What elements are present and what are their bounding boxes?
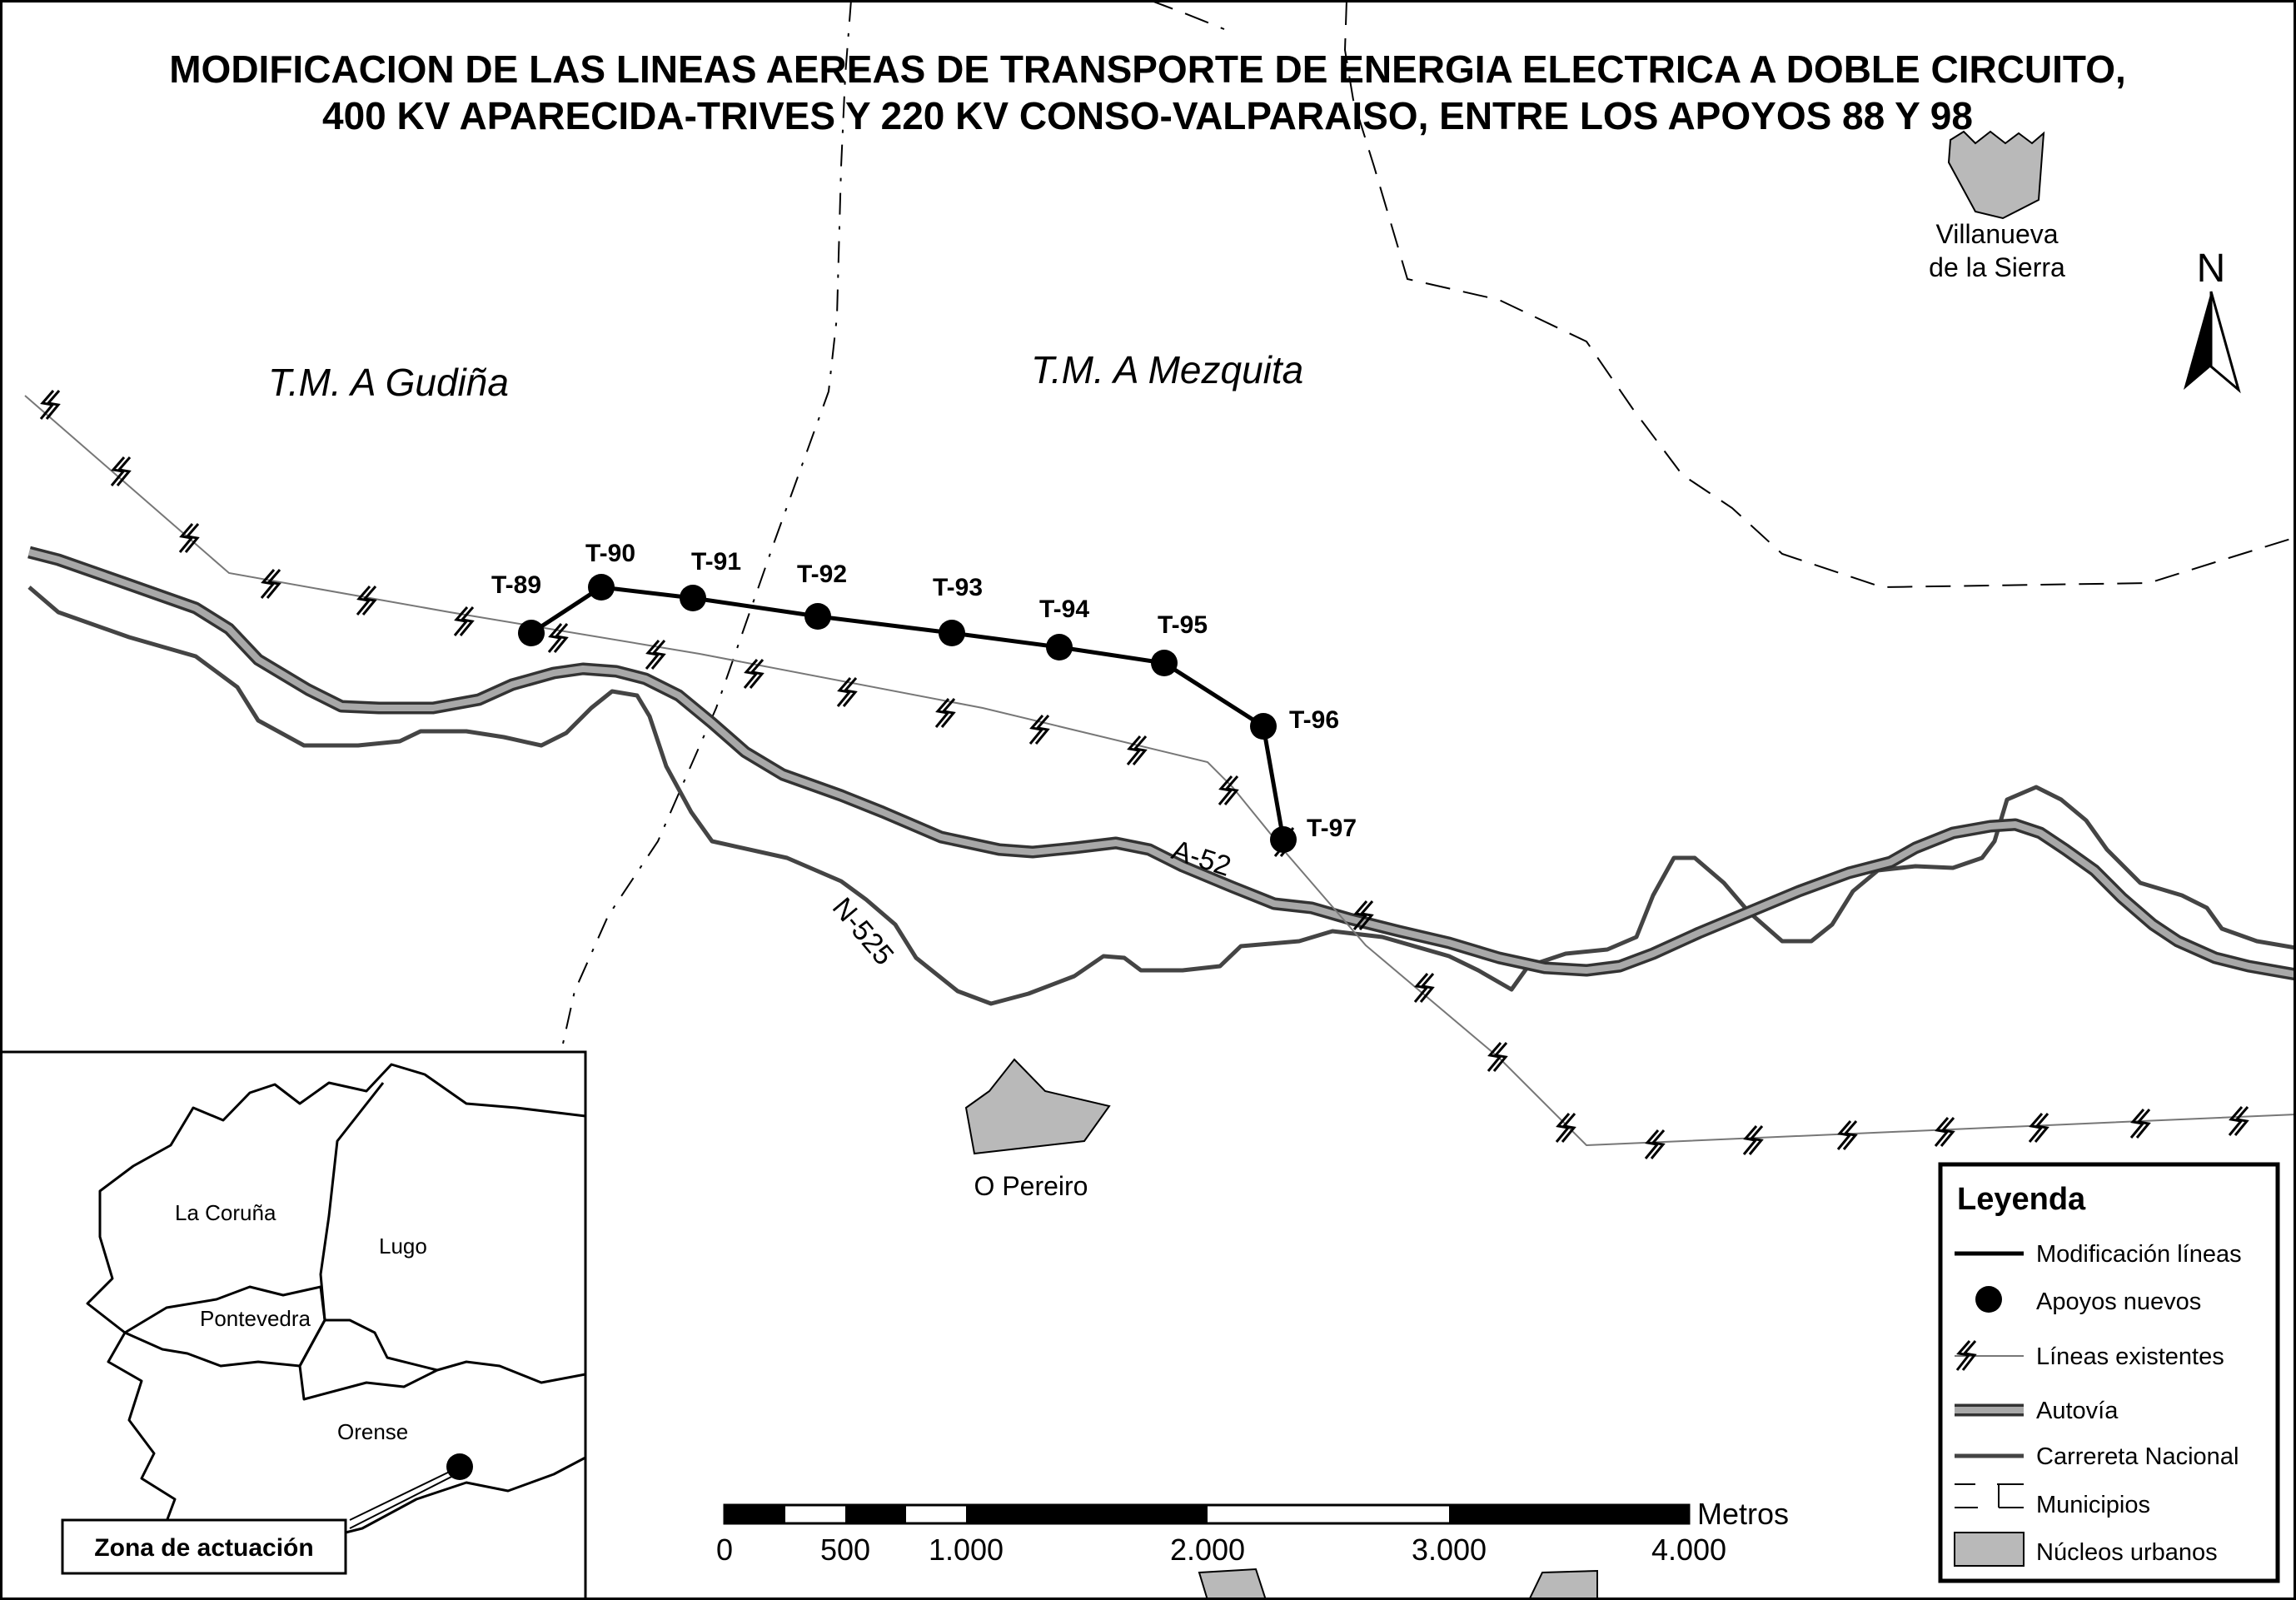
line-symbol-icon [1126,735,1148,765]
legend-item-apoyos: Apoyos nuevos [2036,1288,2201,1315]
scale-tick-4000: 4.000 [1651,1533,1726,1567]
municipality-gudina: T.M. A Gudiña [268,361,509,404]
legend-item-autovia: Autovía [2036,1398,2119,1424]
line-symbol-icon [1218,775,1239,805]
tower-label-t89: T-89 [491,571,541,599]
legend-item-existentes: Líneas existentes [2036,1343,2224,1370]
line-symbol-icon [1742,1125,1764,1155]
inset-orense-boundary [325,1318,438,1372]
line-symbol-icon [743,659,765,689]
line-symbol-icon [453,606,475,636]
tower-t92 [804,603,831,630]
place-pereiro: O Pereiro [974,1171,1088,1201]
tower-label-t94: T-94 [1039,596,1089,623]
inset-label-pontevedra: Pontevedra [200,1306,311,1331]
legend-item-modificacion: Modificación líneas [2036,1241,2242,1268]
inset-label-orense: Orense [337,1419,408,1444]
autovia-a52 [27,546,2296,981]
tower-t89 [518,620,545,646]
inset-zone-label: Zona de actuación [94,1534,313,1562]
place-villanueva-2: de la Sierra [1929,252,2065,282]
legend-item-nacional: Carrereta Nacional [2036,1443,2239,1470]
legend-title: Leyenda [1957,1182,2086,1217]
line-symbol-icon [1028,715,1050,745]
tower-label-t96: T-96 [1289,706,1339,734]
inset-label-coruna: La Coruña [175,1200,276,1225]
line-symbol-icon [1352,900,1374,930]
tower-t90 [588,574,615,601]
north-arrow: N [2184,247,2241,394]
legend-lightning-icon [1955,1340,1977,1371]
scale-tick-2000: 2.000 [1170,1533,1245,1567]
urban-nuclei [964,130,2045,1600]
place-villanueva-1: Villanueva [1935,219,2058,249]
legend-urban-swatch [1954,1532,2025,1567]
north-arrow-icon [2184,292,2211,390]
inset-lugo-boundary [298,1082,586,1401]
carretera-nacional [27,586,2296,1006]
tower-label-t91: T-91 [691,548,741,576]
line-symbol-icon [836,677,858,707]
tower-t94 [1046,634,1073,660]
tower-t91 [680,585,706,611]
line-symbol-icon [356,586,377,616]
urban-south-1 [1198,1568,1268,1600]
legend: Leyenda Modificación líneas Apoyos nuevo… [1938,1162,2280,1583]
legend-item-nucleos: Núcleos urbanos [2036,1539,2218,1566]
scale-unit: Metros [1697,1497,1789,1531]
line-symbol-icon [2228,1106,2249,1136]
line-symbol-icon [1413,973,1435,1003]
tower-t93 [939,620,965,646]
municipality-mezquita: T.M. A Mezquita [1031,348,1303,391]
line-symbol-icon [547,623,569,653]
inset-map: La Coruña Lugo Pontevedra Orense Zona de… [0,1050,587,1600]
line-symbol-icon [1644,1129,1666,1159]
tower-labels: T-89 T-90 T-91 T-92 T-93 T-94 T-95 T-96 … [491,540,1357,842]
line-symbol-icon [934,698,956,728]
tower-label-t92: T-92 [797,561,847,588]
tower-t96 [1250,713,1277,740]
line-symbol-icon [1555,1113,1576,1143]
line-symbol-icon [1487,1042,1508,1072]
scale-tick-3000: 3.000 [1412,1533,1487,1567]
urban-south-2 [1527,1569,1598,1600]
inset-label-lugo: Lugo [379,1234,427,1259]
line-symbol-icon [1836,1120,1858,1150]
tower-t97 [1270,826,1297,853]
existing-lines [24,395,2296,1147]
tower-label-t93: T-93 [933,574,983,601]
map-title-line1: MODIFICACION DE LAS LINEAS AEREAS DE TRA… [169,47,2126,91]
tower-label-t95: T-95 [1158,611,1208,639]
line-symbol-icon [1934,1117,1955,1147]
scale-tick-1000: 1.000 [929,1533,1004,1567]
scale-tick-0: 0 [716,1533,733,1567]
line-symbol-icon [2129,1109,2151,1139]
line-symbol-icon [645,640,666,670]
municipal-boundaries [532,0,2296,1134]
road-label-n525: N-525 [826,892,900,971]
tower-t95 [1151,650,1178,676]
scale-tick-500: 500 [820,1533,870,1567]
line-symbol-icon [39,390,61,420]
urban-pereiro [964,1058,1111,1155]
urban-villanueva [1947,130,2045,220]
existing-line-symbols [39,390,2249,1159]
line-symbol-icon [178,523,200,553]
inset-zone-marker [446,1453,473,1480]
line-symbol-icon [2028,1113,2049,1143]
line-symbol-icon [110,456,132,486]
tower-label-t90: T-90 [585,540,635,567]
legend-tower-icon [1975,1286,2002,1313]
new-towers [518,574,1297,853]
map-title-line2: 400 KV APARECIDA-TRIVES Y 220 KV CONSO-V… [322,94,1973,137]
line-symbol-icon [260,569,281,599]
tower-label-t97: T-97 [1307,815,1357,842]
north-label: N [2197,247,2226,291]
scale-bar: Metros 0 500 1.000 2.000 3.000 4.000 [716,1497,1789,1567]
legend-item-municipios: Municipios [2036,1492,2150,1518]
